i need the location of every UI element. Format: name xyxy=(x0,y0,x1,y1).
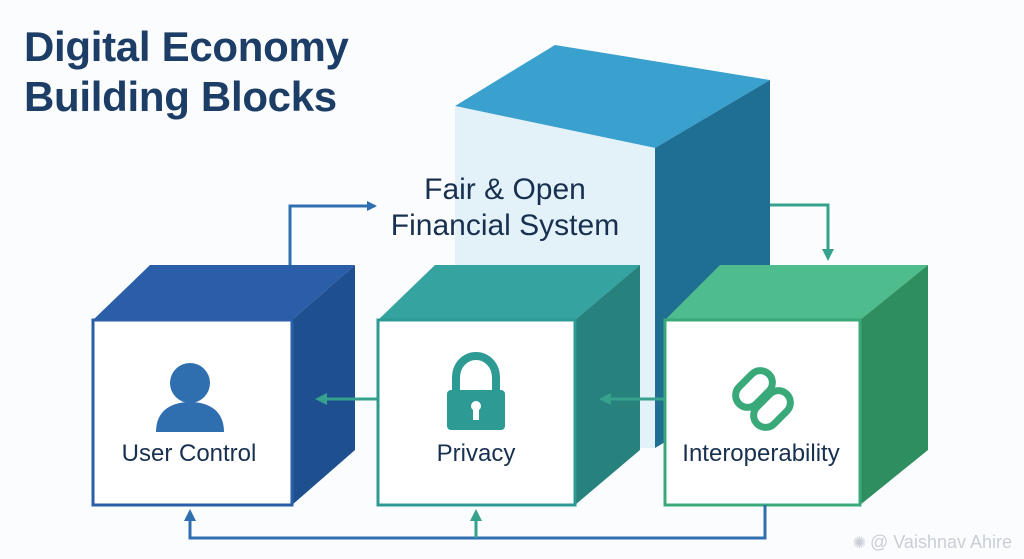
block-label-interoperability: Interoperability xyxy=(682,440,840,467)
watermark-text: @ Vaishnav Ahire xyxy=(869,532,1012,552)
central-cube-label: Fair & Open Financial System xyxy=(380,172,630,244)
block-user-control xyxy=(91,265,355,507)
chain-link-icon xyxy=(732,367,794,431)
title-line-1: Digital Economy xyxy=(24,23,349,70)
watermark: ✺ @ Vaishnav Ahire xyxy=(853,532,1012,553)
center-label-line-1: Fair & Open xyxy=(424,173,586,206)
watermark-logo-icon: ✺ xyxy=(852,534,866,552)
block-label-user-control: User Control xyxy=(121,440,257,467)
arrow-center-to-interoperability xyxy=(770,203,834,261)
block-privacy xyxy=(376,265,640,507)
lock-icon xyxy=(447,351,505,430)
diagram-title: Digital Economy Building Blocks xyxy=(24,22,349,122)
title-line-2: Building Blocks xyxy=(24,73,337,120)
arrow-user-to-center xyxy=(288,201,377,265)
center-label-line-2: Financial System xyxy=(390,209,620,242)
block-label-privacy: Privacy xyxy=(436,440,516,467)
block-interoperability xyxy=(663,265,928,507)
user-icon xyxy=(156,363,224,432)
